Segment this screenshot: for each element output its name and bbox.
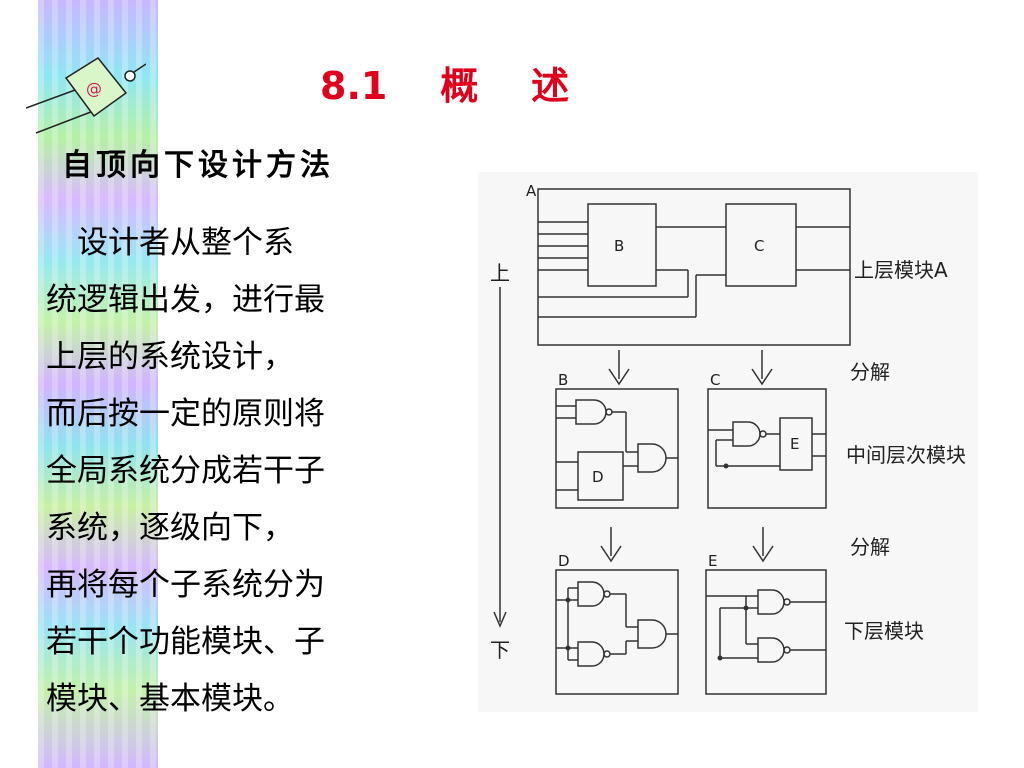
logo-symbol: @ <box>86 79 102 98</box>
decompose-label-1: 分解 <box>850 360 890 384</box>
middle-module-label: 中间层次模块 <box>846 443 966 467</box>
module-b-detail-box <box>555 388 679 509</box>
body-line: 全局系统分成若干子 <box>46 453 325 489</box>
body-line: 而后按一定的原则将 <box>46 396 325 432</box>
body-line: 统逻辑出发，进行最 <box>46 282 325 318</box>
body-line: 设计者从整个系 <box>46 225 294 261</box>
body-line: 上层的系统设计， <box>46 339 294 375</box>
module-b-letter: B <box>614 237 624 255</box>
module-c-letter: C <box>754 237 764 255</box>
module-d-detail-letter: D <box>558 552 570 570</box>
module-a-letter: A <box>526 182 537 200</box>
decorative-strip <box>38 0 158 768</box>
module-a-box <box>537 188 851 346</box>
body-line: 模块、基本模块。 <box>46 681 294 717</box>
section-heading: 自顶向下设计方法 <box>62 148 334 183</box>
module-c-box <box>725 203 797 287</box>
body-line: 若干个功能模块、子 <box>46 624 325 660</box>
top-module-label: 上层模块A <box>854 258 948 282</box>
module-d-letter: D <box>592 468 604 486</box>
module-e-letter: E <box>790 435 799 453</box>
module-b-detail-letter: B <box>558 371 568 389</box>
body-line: 再将每个子系统分为 <box>46 567 325 603</box>
module-b-box <box>587 203 657 287</box>
module-e-box <box>779 417 813 471</box>
logic-gate-logo-icon: @ <box>26 57 146 134</box>
axis-top-label: 上 <box>490 261 510 285</box>
module-d-box <box>577 451 624 501</box>
body-line: 系统，逐级向下， <box>46 510 294 546</box>
module-c-detail-box <box>707 388 827 509</box>
lower-module-label: 下层模块 <box>844 619 924 643</box>
module-c-detail-letter: C <box>710 371 720 389</box>
slide-title: 8.1 概 述 <box>320 64 570 108</box>
module-e-detail-letter: E <box>708 552 717 570</box>
body-paragraph: 设计者从整个系 统逻辑出发，进行最 上层的系统设计， 而后按一定的原则将 全局系… <box>46 215 426 728</box>
decompose-label-2: 分解 <box>850 535 890 559</box>
module-d-detail-box <box>555 569 679 695</box>
axis-bottom-label: 下 <box>490 638 510 662</box>
top-down-design-diagram: A B C B C D E D E 上 下 上层模块A 分解 中间层次模块 分解… <box>478 172 978 712</box>
module-e-detail-box <box>705 569 827 695</box>
